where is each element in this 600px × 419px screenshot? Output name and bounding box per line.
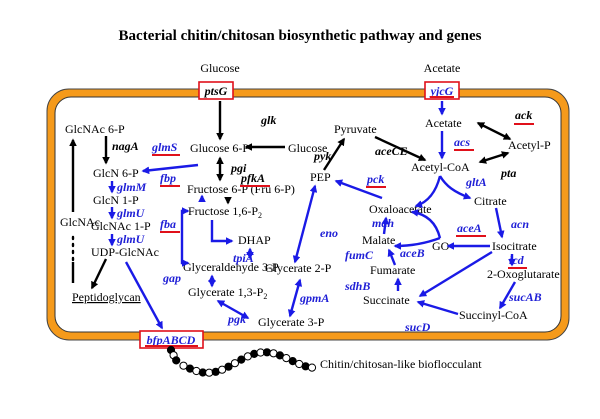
fumarate-label: Fumarate <box>370 263 415 277</box>
glycerate13p-sub: 2 <box>263 292 267 301</box>
gene-sucAB: sucAB <box>508 290 542 304</box>
chain-bead <box>237 355 246 364</box>
glcnac1p-label: GlcNAc 1-P <box>91 219 151 233</box>
chain-bead <box>262 348 272 357</box>
gene-pgi: pgi <box>230 161 247 175</box>
malate-label: Malate <box>362 233 395 247</box>
gene-aceA: aceA <box>457 221 482 235</box>
bioflocculant-label: Chitin/chitosan-like bioflocculant <box>320 357 482 371</box>
gene-glmU-2: glmU <box>116 232 146 246</box>
chain-bead <box>172 356 181 365</box>
succinate-label: Succinate <box>363 293 410 307</box>
gene-glmU-1: glmU <box>116 206 146 220</box>
acetylcoa-label: Acetyl-CoA <box>411 160 470 174</box>
chain-bead <box>230 359 239 368</box>
udpglcnac-label: UDP-GlcNAc <box>91 245 159 259</box>
glycerate3p-label: Glycerate 3-P <box>258 315 325 329</box>
ptsG-box <box>198 81 234 100</box>
gene-glmS: glmS <box>151 140 178 154</box>
glycerate2p-label: Glycerate 2-P <box>265 261 332 275</box>
yjcG-label: yjcG <box>429 84 454 98</box>
fructose16p-sub: 2 <box>258 211 262 220</box>
glcn1p-label: GlcN 1-P <box>93 193 139 207</box>
diagram-title: Bacterial chitin/chitosan biosynthetic p… <box>119 28 482 44</box>
gene-fumC: fumC <box>345 248 374 262</box>
gene-pck: pck <box>366 172 384 186</box>
gene-glk: glk <box>260 113 276 127</box>
gene-fba: fba <box>160 217 176 231</box>
acetate-in-label: Acetate <box>425 116 462 130</box>
gene-aceB: aceB <box>400 246 425 260</box>
chain-bead <box>224 362 233 371</box>
gene-sucD: sucD <box>404 320 431 334</box>
gene-gpmA: gpmA <box>299 291 329 305</box>
gene-sdhB: sdhB <box>344 279 370 293</box>
bioflocculant-chain <box>166 345 317 377</box>
chain-bead <box>179 361 188 370</box>
gene-gltA: gltA <box>465 175 487 189</box>
gene-glmM: glmM <box>116 180 147 194</box>
gene-acs: acs <box>454 135 470 149</box>
chain-bead <box>288 357 297 366</box>
gene-pyk: pyk <box>313 149 331 163</box>
citrate-label: Citrate <box>474 194 507 208</box>
yjcG-box <box>424 81 460 100</box>
outside-acetate-label: Acetate <box>424 61 461 75</box>
outside-glucose-label: Glucose <box>200 61 239 75</box>
isocitrate-label: Isocitrate <box>492 239 537 253</box>
gene-acn: acn <box>511 217 529 231</box>
glcn6p-label: GlcN 6-P <box>93 166 139 180</box>
gene-nagA: nagA <box>112 139 139 153</box>
g3p-label: Glyceraldehyde 3-P <box>183 260 279 274</box>
go-label: GO <box>432 239 450 253</box>
glcnac-label: GlcNAc <box>60 215 100 229</box>
pyruvate-label: Pyruvate <box>334 122 377 136</box>
gene-ack: ack <box>515 108 532 122</box>
oxoglutarate-label: 2-Oxoglutarate <box>487 267 560 281</box>
acetylp-label: Acetyl-P <box>508 138 551 152</box>
peptidoglycan-label: Peptidoglycan <box>72 290 141 304</box>
pep-label: PEP <box>310 170 331 184</box>
chain-bead <box>282 354 291 363</box>
chain-bead <box>218 365 227 374</box>
ptsG-label: ptsG <box>204 84 228 98</box>
gene-pta: pta <box>500 166 516 180</box>
gene-mdh: mdh <box>372 216 394 230</box>
bfpABCD-label: bfpABCD <box>147 333 196 347</box>
gene-pfkA: pfkA <box>240 171 265 185</box>
fructose16p2-label: Fructose 1,6-P2 <box>188 204 262 220</box>
glucose-in-label: Glucose <box>288 141 327 155</box>
gene-eno: eno <box>320 226 338 240</box>
glycerate13p-text: Glycerate 1,3-P <box>188 285 264 299</box>
dhap-label: DHAP <box>238 233 271 247</box>
succinylcoa-label: Succinyl-CoA <box>459 308 528 322</box>
glcnac6p-label: GlcNAc 6-P <box>65 122 125 136</box>
glucose6p-label: Glucose 6-P <box>190 141 249 155</box>
gene-gap: gap <box>162 271 181 285</box>
chain-bead <box>307 363 317 372</box>
fructose16p-text: Fructose 1,6-P <box>188 204 258 218</box>
glycerate13p2-label: Glycerate 1,3-P2 <box>188 285 267 301</box>
gene-fbp: fbp <box>160 171 176 185</box>
